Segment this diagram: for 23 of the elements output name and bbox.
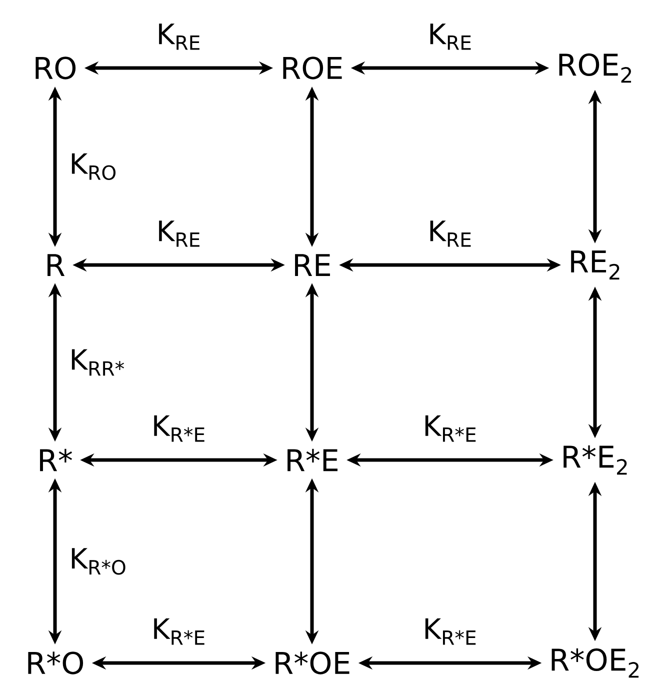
edge-label: K$_{RR*}$	[72, 349, 124, 376]
state-label: RE$_{2}$	[571, 250, 620, 280]
edge-label: K$_{R*O}$	[72, 548, 126, 575]
state-label: RO	[36, 56, 76, 80]
edge-label: K$_{R*E}$	[425, 415, 476, 442]
edge-label: K$_{R*E}$	[425, 618, 476, 645]
state-label: R*E$_{2}$	[564, 445, 627, 475]
state-label: R*OE$_{2}$	[552, 648, 639, 678]
state-label: R*O	[28, 652, 84, 674]
state-label: R*E	[288, 448, 338, 472]
state-label: ROE	[283, 56, 342, 80]
edge-label: K$_{R*E}$	[154, 415, 204, 442]
edge-label: K$_{RE}$	[159, 220, 200, 247]
state-label: R*	[40, 448, 72, 472]
state-label: RE	[295, 254, 330, 276]
edge-label: K$_{RE}$	[159, 24, 200, 50]
edge-label: K$_{R*E}$	[154, 618, 204, 645]
edge-label: K$_{RE}$	[430, 220, 471, 247]
edge-label: K$_{RO}$	[72, 153, 116, 180]
state-label: ROE$_{2}$	[559, 53, 632, 83]
state-label: R	[48, 254, 65, 276]
edge-label: K$_{RE}$	[430, 24, 471, 50]
state-label: R*OE	[276, 652, 350, 674]
